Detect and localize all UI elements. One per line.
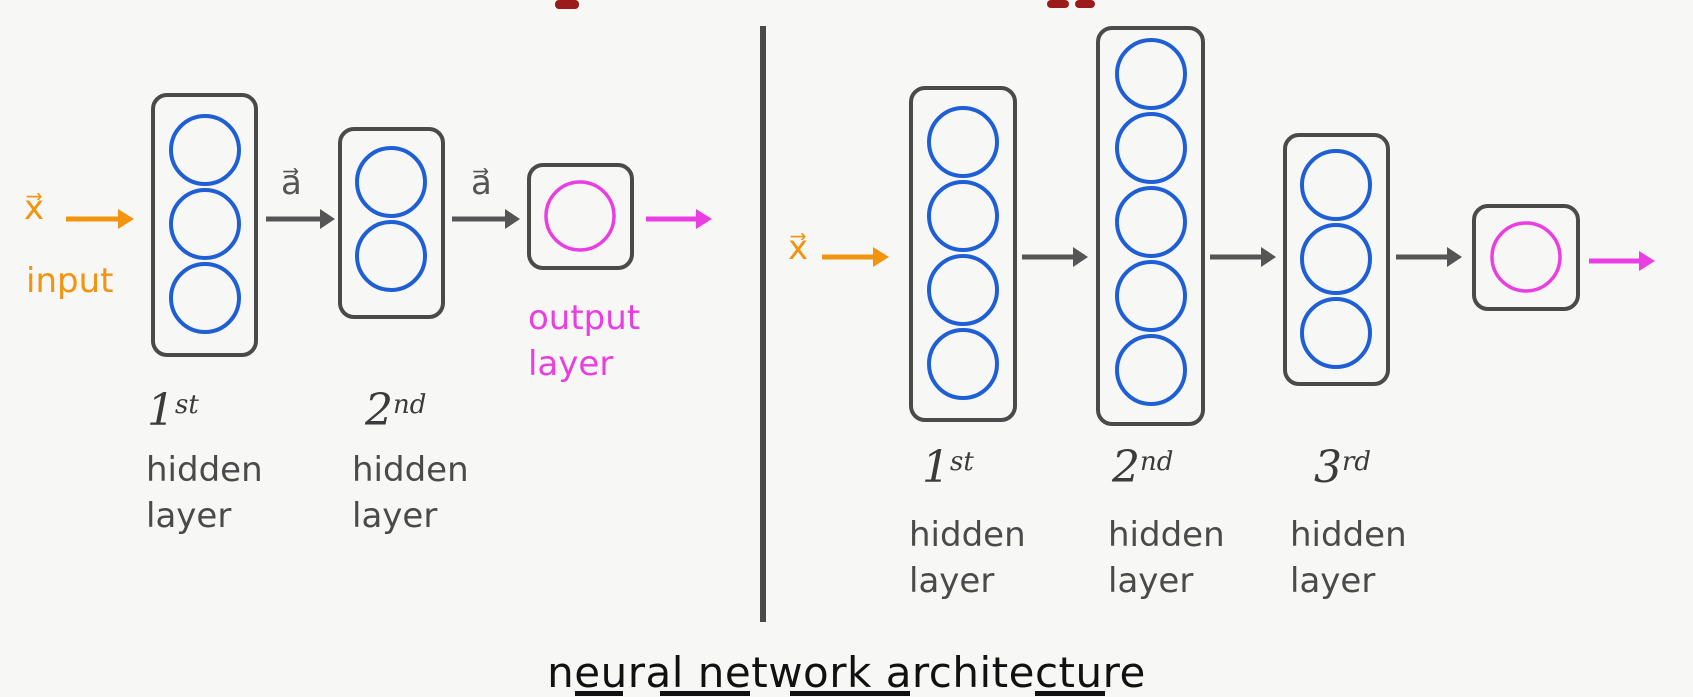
neuron — [1300, 223, 1372, 295]
activation-vector-label: a⃗ — [471, 163, 492, 203]
layer-box — [1283, 133, 1390, 386]
input-vector-symbol: x⃗ — [788, 228, 809, 268]
output-layer — [1472, 204, 1580, 311]
layer-box — [1096, 26, 1205, 426]
arrow-right-icon — [1210, 247, 1276, 267]
layer-ordinal: 3rd — [1314, 442, 1372, 493]
neuron — [1115, 260, 1187, 332]
arrow-right-icon — [1022, 247, 1088, 267]
neuron — [927, 180, 999, 252]
output-neuron — [1490, 221, 1562, 293]
neuron — [169, 114, 241, 186]
output-neuron — [544, 180, 616, 252]
neuron — [1115, 186, 1187, 258]
arrow-right-icon — [452, 209, 520, 229]
caption-subtitle: neural network architecture — [547, 648, 1146, 697]
title-fragment — [555, 0, 1095, 9]
layer-box — [1472, 204, 1580, 311]
hidden-layer-label: hidden layer — [146, 450, 263, 536]
arrow-right-icon — [266, 209, 335, 229]
layer-box — [151, 93, 258, 357]
hidden-layer-2 — [1096, 26, 1205, 426]
left-network — [66, 93, 712, 357]
neuron — [1115, 334, 1187, 406]
hidden-layer-1 — [909, 86, 1017, 422]
input-arrow — [66, 209, 134, 229]
layer-box — [338, 127, 445, 319]
input-arrow — [822, 247, 889, 267]
neuron — [355, 220, 427, 292]
activation-vector-label: a⃗ — [281, 163, 302, 203]
hidden-layer-1 — [151, 93, 258, 357]
output-arrow — [646, 209, 712, 229]
hidden-layer-3 — [1283, 133, 1390, 386]
layer-ordinal: 2nd — [1112, 442, 1174, 493]
output-arrow — [1589, 251, 1655, 271]
hidden-layer-label: hidden layer — [1108, 515, 1225, 601]
hidden-layer-2 — [338, 127, 445, 319]
neuron — [355, 146, 427, 218]
neuron — [169, 188, 241, 260]
neuron — [927, 254, 999, 326]
right-network — [822, 26, 1655, 426]
neuron — [1300, 149, 1372, 221]
neuron — [927, 106, 999, 178]
hidden-layer-label: hidden layer — [352, 450, 469, 536]
layer-ordinal: 1st — [147, 385, 199, 436]
layer-ordinal: 1st — [922, 442, 974, 493]
neuron — [169, 262, 241, 334]
layer-box — [909, 86, 1017, 422]
output-layer — [527, 163, 634, 270]
input-vector-symbol: x⃗ — [24, 188, 45, 228]
layer-box — [527, 163, 634, 270]
subtitle-fragment — [0, 686, 1693, 696]
neuron — [1115, 112, 1187, 184]
neuron — [1300, 297, 1372, 369]
input-label: input — [26, 261, 114, 301]
neuron — [927, 328, 999, 400]
hidden-layer-label: hidden layer — [1290, 515, 1407, 601]
neuron — [1115, 38, 1187, 110]
arrow-right-icon — [1396, 247, 1462, 267]
output-layer-label: output layer — [528, 298, 641, 384]
layer-ordinal: 2nd — [365, 385, 427, 436]
hidden-layer-label: hidden layer — [909, 515, 1026, 601]
